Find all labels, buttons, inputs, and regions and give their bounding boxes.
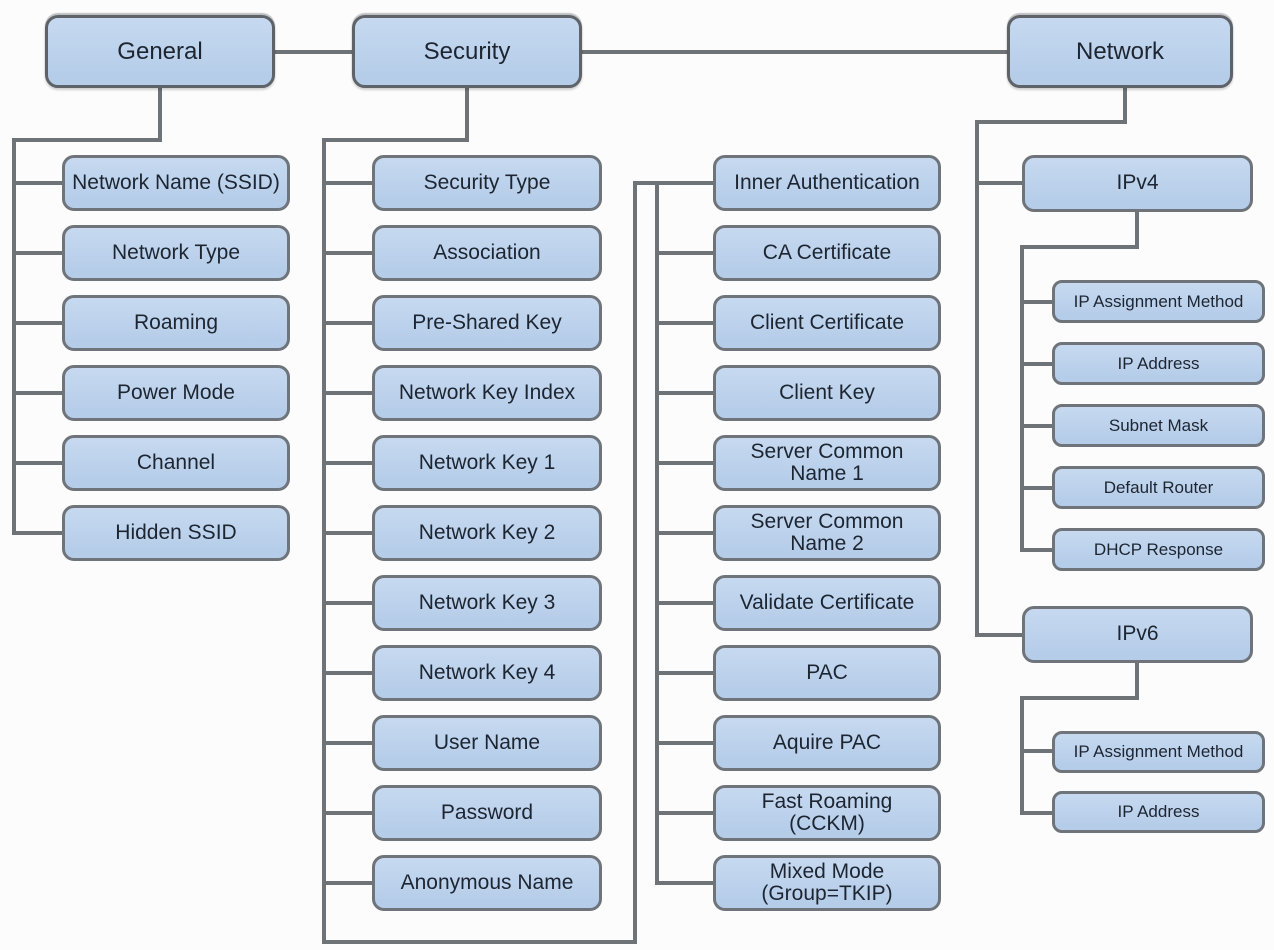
connector-general-drop: [158, 88, 162, 142]
connector-stub: [322, 251, 374, 255]
node-security: Security: [352, 15, 582, 88]
node-roaming: Roaming: [62, 295, 290, 351]
connector-stub: [655, 881, 715, 885]
connector-network-elbow: [975, 120, 1127, 124]
connector-stub: [322, 741, 374, 745]
node-hidden-ssid: Hidden SSID: [62, 505, 290, 561]
node-client-certificate: Client Certificate: [713, 295, 941, 351]
node-user-name: User Name: [372, 715, 602, 771]
connector-stub: [655, 671, 715, 675]
node-server-common-name-2: Server Common Name 2: [713, 505, 941, 561]
node-security-type: Security Type: [372, 155, 602, 211]
node-network-key-2: Network Key 2: [372, 505, 602, 561]
connector-stub: [655, 601, 715, 605]
node-network-name-ssid: Network Name (SSID): [62, 155, 290, 211]
connector-stub: [1020, 424, 1054, 428]
node-dhcp-response: DHCP Response: [1052, 528, 1265, 571]
connector-general-security: [275, 50, 352, 54]
connector-stub: [12, 391, 64, 395]
connector-stub: [1020, 811, 1054, 815]
connector-stub: [322, 461, 374, 465]
connector-stub: [655, 251, 715, 255]
node-network: Network: [1007, 15, 1233, 88]
connector-stub: [12, 251, 64, 255]
connector-ipv4-spine: [1020, 245, 1024, 552]
node-default-router: Default Router: [1052, 466, 1265, 509]
connector-stub: [322, 671, 374, 675]
node-network-key-4: Network Key 4: [372, 645, 602, 701]
node-ipv4-ip-address: IP Address: [1052, 342, 1265, 385]
connector-ipv4-drop: [1135, 212, 1139, 249]
connector-stub: [12, 181, 64, 185]
node-mixed-mode-group-tkip: Mixed Mode (Group=TKIP): [713, 855, 941, 911]
node-ipv6-ip-address: IP Address: [1052, 791, 1265, 833]
connector-ipv4-stub: [975, 181, 1024, 185]
connector-network-spine: [975, 120, 979, 637]
connector-stub: [322, 321, 374, 325]
connector-stub: [1020, 749, 1054, 753]
connector-stub: [12, 461, 64, 465]
connector-ipv6-drop: [1135, 663, 1139, 700]
connector-stub: [655, 321, 715, 325]
node-pre-shared-key: Pre-Shared Key: [372, 295, 602, 351]
connector-stub: [655, 391, 715, 395]
connector-stub: [12, 531, 64, 535]
connector-stub: [1020, 486, 1054, 490]
connector-stub: [322, 531, 374, 535]
connector-security-wrap-bottom: [322, 940, 637, 944]
connector-security-elbow: [322, 138, 469, 142]
connector-stub: [1020, 548, 1054, 552]
node-ca-certificate: CA Certificate: [713, 225, 941, 281]
connector-stub: [1020, 300, 1054, 304]
connector-stub: [322, 181, 374, 185]
node-ipv4-ip-assignment-method: IP Assignment Method: [1052, 280, 1265, 323]
node-subnet-mask: Subnet Mask: [1052, 404, 1265, 447]
connector-stub: [1020, 362, 1054, 366]
node-network-key-index: Network Key Index: [372, 365, 602, 421]
node-ipv4: IPv4: [1022, 155, 1253, 212]
connector-security-drop: [465, 88, 469, 142]
connector-ipv4-elbow: [1020, 245, 1139, 249]
node-anonymous-name: Anonymous Name: [372, 855, 602, 911]
node-fast-roaming-cckm: Fast Roaming (CCKM): [713, 785, 941, 841]
node-network-key-1: Network Key 1: [372, 435, 602, 491]
connector-stub: [322, 601, 374, 605]
connector-stub: [655, 811, 715, 815]
node-network-type: Network Type: [62, 225, 290, 281]
node-power-mode: Power Mode: [62, 365, 290, 421]
connector-stub: [655, 741, 715, 745]
connector-general-spine: [12, 138, 16, 535]
connector-stub: [322, 881, 374, 885]
node-channel: Channel: [62, 435, 290, 491]
connector-stub: [322, 811, 374, 815]
node-network-key-3: Network Key 3: [372, 575, 602, 631]
node-aquire-pac: Aquire PAC: [713, 715, 941, 771]
connector-security-spine: [322, 138, 326, 944]
node-pac: PAC: [713, 645, 941, 701]
connector-security-wrap-riser: [633, 181, 637, 944]
connector-ipv6-elbow: [1020, 696, 1139, 700]
node-password: Password: [372, 785, 602, 841]
connector-security-network: [582, 50, 1007, 54]
node-general: General: [45, 15, 275, 88]
connector-stub: [322, 391, 374, 395]
connector-ipv6-spine: [1020, 696, 1024, 815]
node-ipv6: IPv6: [1022, 606, 1253, 663]
node-client-key: Client Key: [713, 365, 941, 421]
connector-inner-auth-stub: [633, 181, 715, 185]
connector-stub: [12, 321, 64, 325]
connector-network-drop: [1123, 88, 1127, 124]
node-inner-authentication: Inner Authentication: [713, 155, 941, 211]
node-server-common-name-1: Server Common Name 1: [713, 435, 941, 491]
node-association: Association: [372, 225, 602, 281]
node-validate-certificate: Validate Certificate: [713, 575, 941, 631]
connector-stub: [655, 531, 715, 535]
connector-ipv6-stub: [975, 633, 1024, 637]
connector-general-elbow: [12, 138, 162, 142]
node-ipv6-ip-assignment-method: IP Assignment Method: [1052, 731, 1265, 773]
connector-stub: [655, 461, 715, 465]
